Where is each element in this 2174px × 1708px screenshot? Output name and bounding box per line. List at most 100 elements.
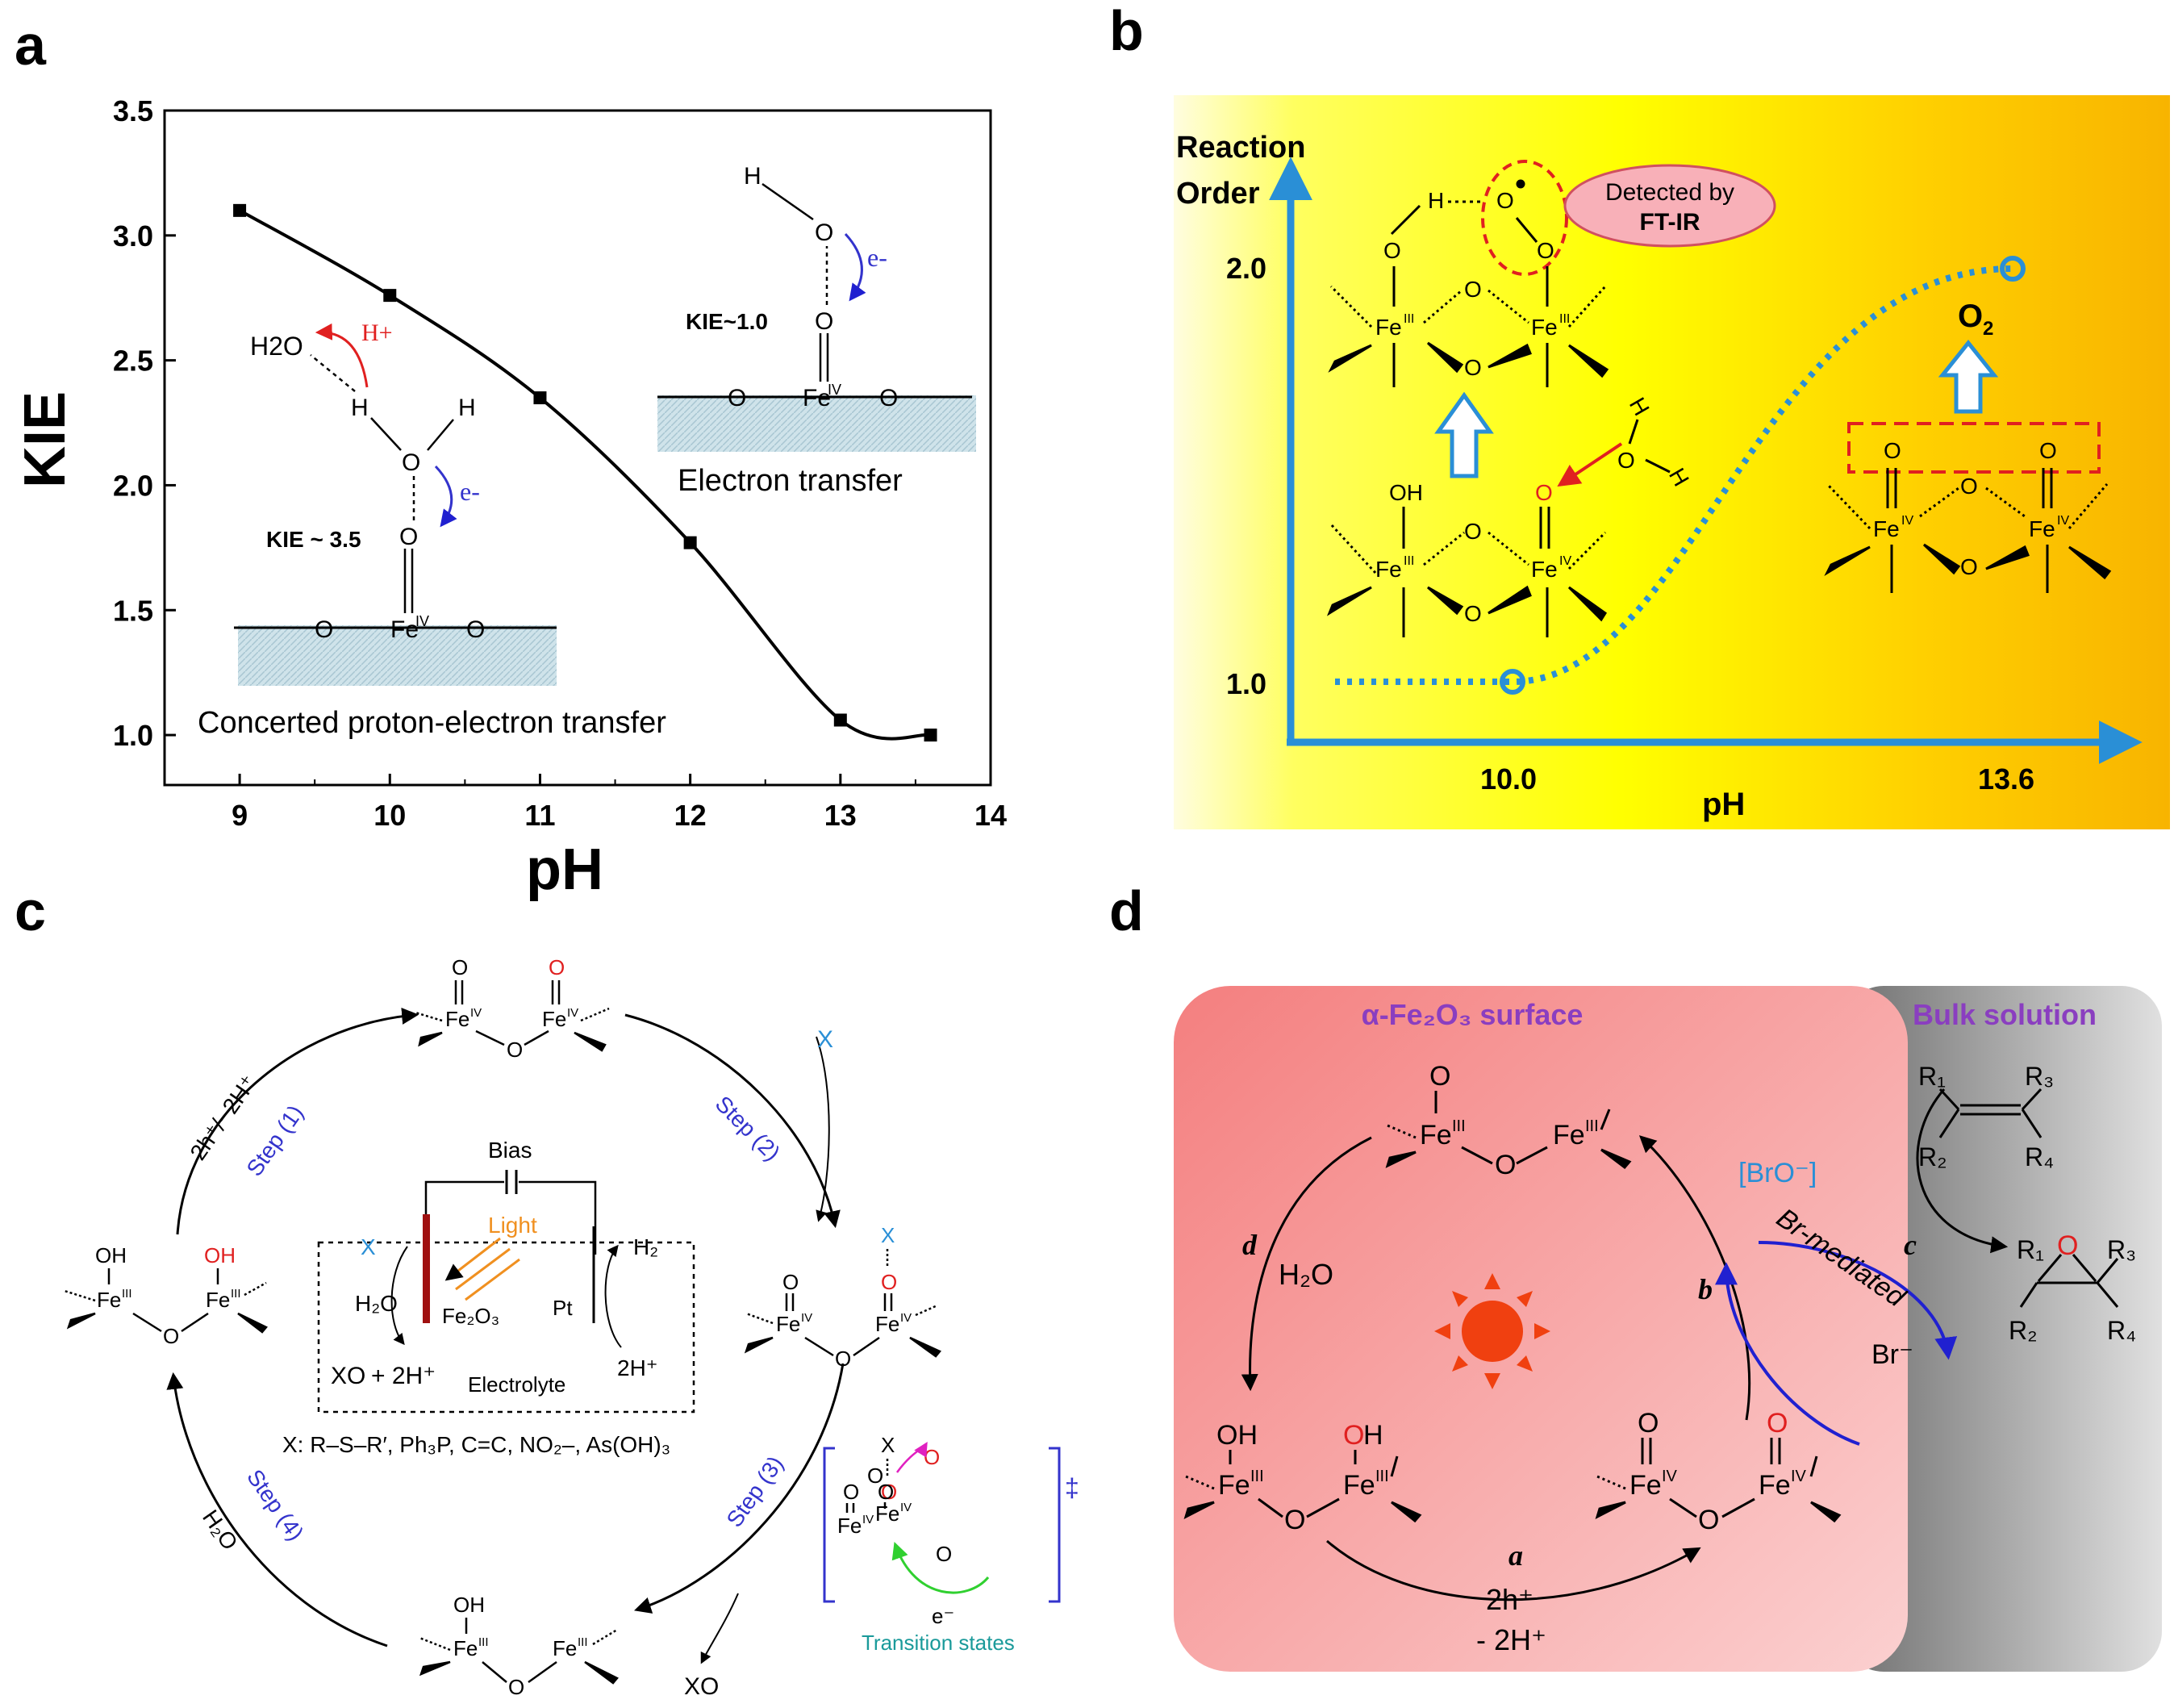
c-cell-h2: H₂ (633, 1234, 658, 1259)
b-r-bridge-o2: O (1960, 554, 1978, 579)
c-left-fe1-ox: III (122, 1287, 132, 1301)
c-cell-pt: Pt (553, 1296, 573, 1320)
et-electron: e- (867, 243, 887, 272)
b-bubble-line2: FT-IR (1640, 209, 1700, 236)
panel-d-letter: d (1109, 879, 1144, 942)
b-xtick-10: 10.0 (1480, 762, 1537, 796)
b-ytick-2: 2.0 (1226, 252, 1266, 285)
c-cell-fe2o3: Fe₂O₃ (442, 1304, 499, 1328)
c-ts-fe1: Fe (837, 1514, 862, 1538)
et-fe-ox: IV (828, 382, 841, 398)
c-ts-o1: O (843, 1480, 859, 1504)
d-top-fe1-ox: III (1452, 1117, 1466, 1135)
c-ts-o-top: O (867, 1464, 883, 1488)
d-epox-r2: R₂ (2009, 1316, 2038, 1345)
d-species-top: O Fe III Fe III O (1385, 1061, 1632, 1180)
c-right-o1: O (782, 1270, 799, 1294)
pcet-o-oxo: O (399, 524, 418, 550)
et-kie: KIE~1.0 (686, 309, 768, 334)
panel-a-letter: a (15, 14, 47, 77)
c-cell-xo: XO (331, 1363, 365, 1389)
b-top-bridge-o1: O (1464, 277, 1482, 302)
c-bot-fe1: Fe (453, 1636, 478, 1660)
c-x-in: X (817, 1026, 833, 1053)
b-fe-right: Fe (1531, 557, 1558, 582)
d-right-fe1: Fe (1629, 1470, 1662, 1501)
chart-a-point (233, 203, 247, 217)
c-bot-fe2-ox: III (578, 1635, 588, 1649)
d-left-fe2-ox: III (1375, 1468, 1389, 1485)
c-step1-reagent: 2h⁺/−2H⁺ (186, 1071, 262, 1165)
d-species-right: O O Fe IV Fe IV O (1595, 1408, 1842, 1535)
c-right-x: X (881, 1223, 895, 1247)
chart-a-points (233, 203, 937, 742)
d-top-o: O (1429, 1061, 1450, 1092)
chart-a-xlabel: pH (526, 837, 603, 902)
chart-a-xtick-label: 12 (674, 799, 707, 832)
d-alk-r2: R₂ (1918, 1142, 1947, 1171)
c-ts-bridge-o: O (936, 1542, 952, 1566)
d-bro: [BrO⁻] (1738, 1158, 1817, 1188)
d-left-oh1: OH (1216, 1420, 1258, 1451)
d-2h-bottom: - 2H⁺ (1476, 1623, 1546, 1656)
panel-c: c 2h⁺/−2H⁺ Step (1) Step (2) Step (3) St… (15, 879, 1079, 1700)
c-species-left: OH OH Fe III Fe III O (64, 1243, 268, 1348)
et-h: H (744, 163, 762, 190)
d-right-fe1-ox: IV (1662, 1468, 1678, 1485)
b-top-h: H (1428, 188, 1444, 213)
c-cell-box (317, 1241, 695, 1414)
b-ytick-1: 1.0 (1226, 667, 1266, 700)
d-epox-r1: R₁ (2017, 1235, 2044, 1264)
et-o-left: O (728, 385, 746, 411)
c-bot-fe1-ox: III (478, 1635, 489, 1649)
b-xtick-13: 13.6 (1978, 762, 2034, 796)
d-left-oh2-h: H (1363, 1420, 1383, 1451)
c-xo-out: XO (684, 1673, 719, 1700)
d-br-minus: Br⁻ (1871, 1339, 1913, 1370)
chart-a-ylabel: KIE (13, 391, 77, 488)
panel-c-letter: c (15, 879, 46, 942)
c-ts-o-leaving: O (924, 1445, 940, 1469)
chart-a-ytick-label: 1.5 (113, 594, 153, 627)
chart-a-xtick-label: 11 (524, 799, 555, 832)
b-top-fe-left-ox: III (1404, 312, 1414, 326)
c-arrow-step3 (633, 1363, 845, 1614)
pcet-fe: Fe (390, 616, 419, 643)
d-arrow-bro (1715, 1262, 1860, 1446)
chart-a-xtick-label: 14 (974, 799, 1007, 832)
b-bubble-line1: Detected by (1605, 179, 1734, 206)
c-ts-label: Transition states (862, 1631, 1015, 1655)
chart-a-xtick-label: 13 (824, 799, 857, 832)
d-label-c: c (1904, 1229, 1917, 1261)
b-up-arrow-right (1938, 339, 1999, 414)
c-ts-dagger: ‡ (1065, 1473, 1079, 1502)
c-arrow-x-in (816, 1036, 830, 1222)
d-top-fe2: Fe (1553, 1120, 1585, 1150)
c-ts-fe2-ox: IV (900, 1501, 912, 1514)
c-substrates: X: R–S–R′, Ph₃P, C=C, NO₂–, As(OH)₃ (282, 1432, 670, 1457)
c-cell-electrolyte: Electrolyte (468, 1372, 565, 1397)
et-fe: Fe (803, 385, 831, 411)
c-ts-o-fe2: O (878, 1480, 894, 1504)
c-left-fe2: Fe (206, 1288, 230, 1312)
d-arrow-a (1326, 1539, 1701, 1602)
d-label-a: a (1508, 1539, 1523, 1572)
b-point-13 (2000, 256, 2026, 282)
d-label-b: b (1698, 1273, 1713, 1305)
b-top-fe-left: Fe (1375, 315, 1402, 340)
chart-a-xtick-label: 9 (232, 799, 248, 832)
d-right-bridge-o: O (1698, 1505, 1719, 1535)
d-alk-r3: R₃ (2025, 1062, 2054, 1091)
b-fe-left-ox: III (1404, 554, 1414, 568)
c-species-right: X O O Fe IV Fe IV O (744, 1223, 942, 1371)
d-h2o: H₂O (1279, 1258, 1333, 1291)
chart-a-ytick-label: 2.0 (113, 469, 153, 502)
d-left-bridge-o: O (1284, 1505, 1305, 1535)
c-top-bridge-o: O (507, 1038, 523, 1062)
d-left-fe2: Fe (1343, 1470, 1375, 1501)
chart-a-point (924, 729, 937, 742)
b-ylabel-2: Order (1176, 177, 1260, 211)
c-cell-2h-right: 2H⁺ (617, 1355, 658, 1380)
d-epox-r4: R₄ (2107, 1316, 2136, 1345)
